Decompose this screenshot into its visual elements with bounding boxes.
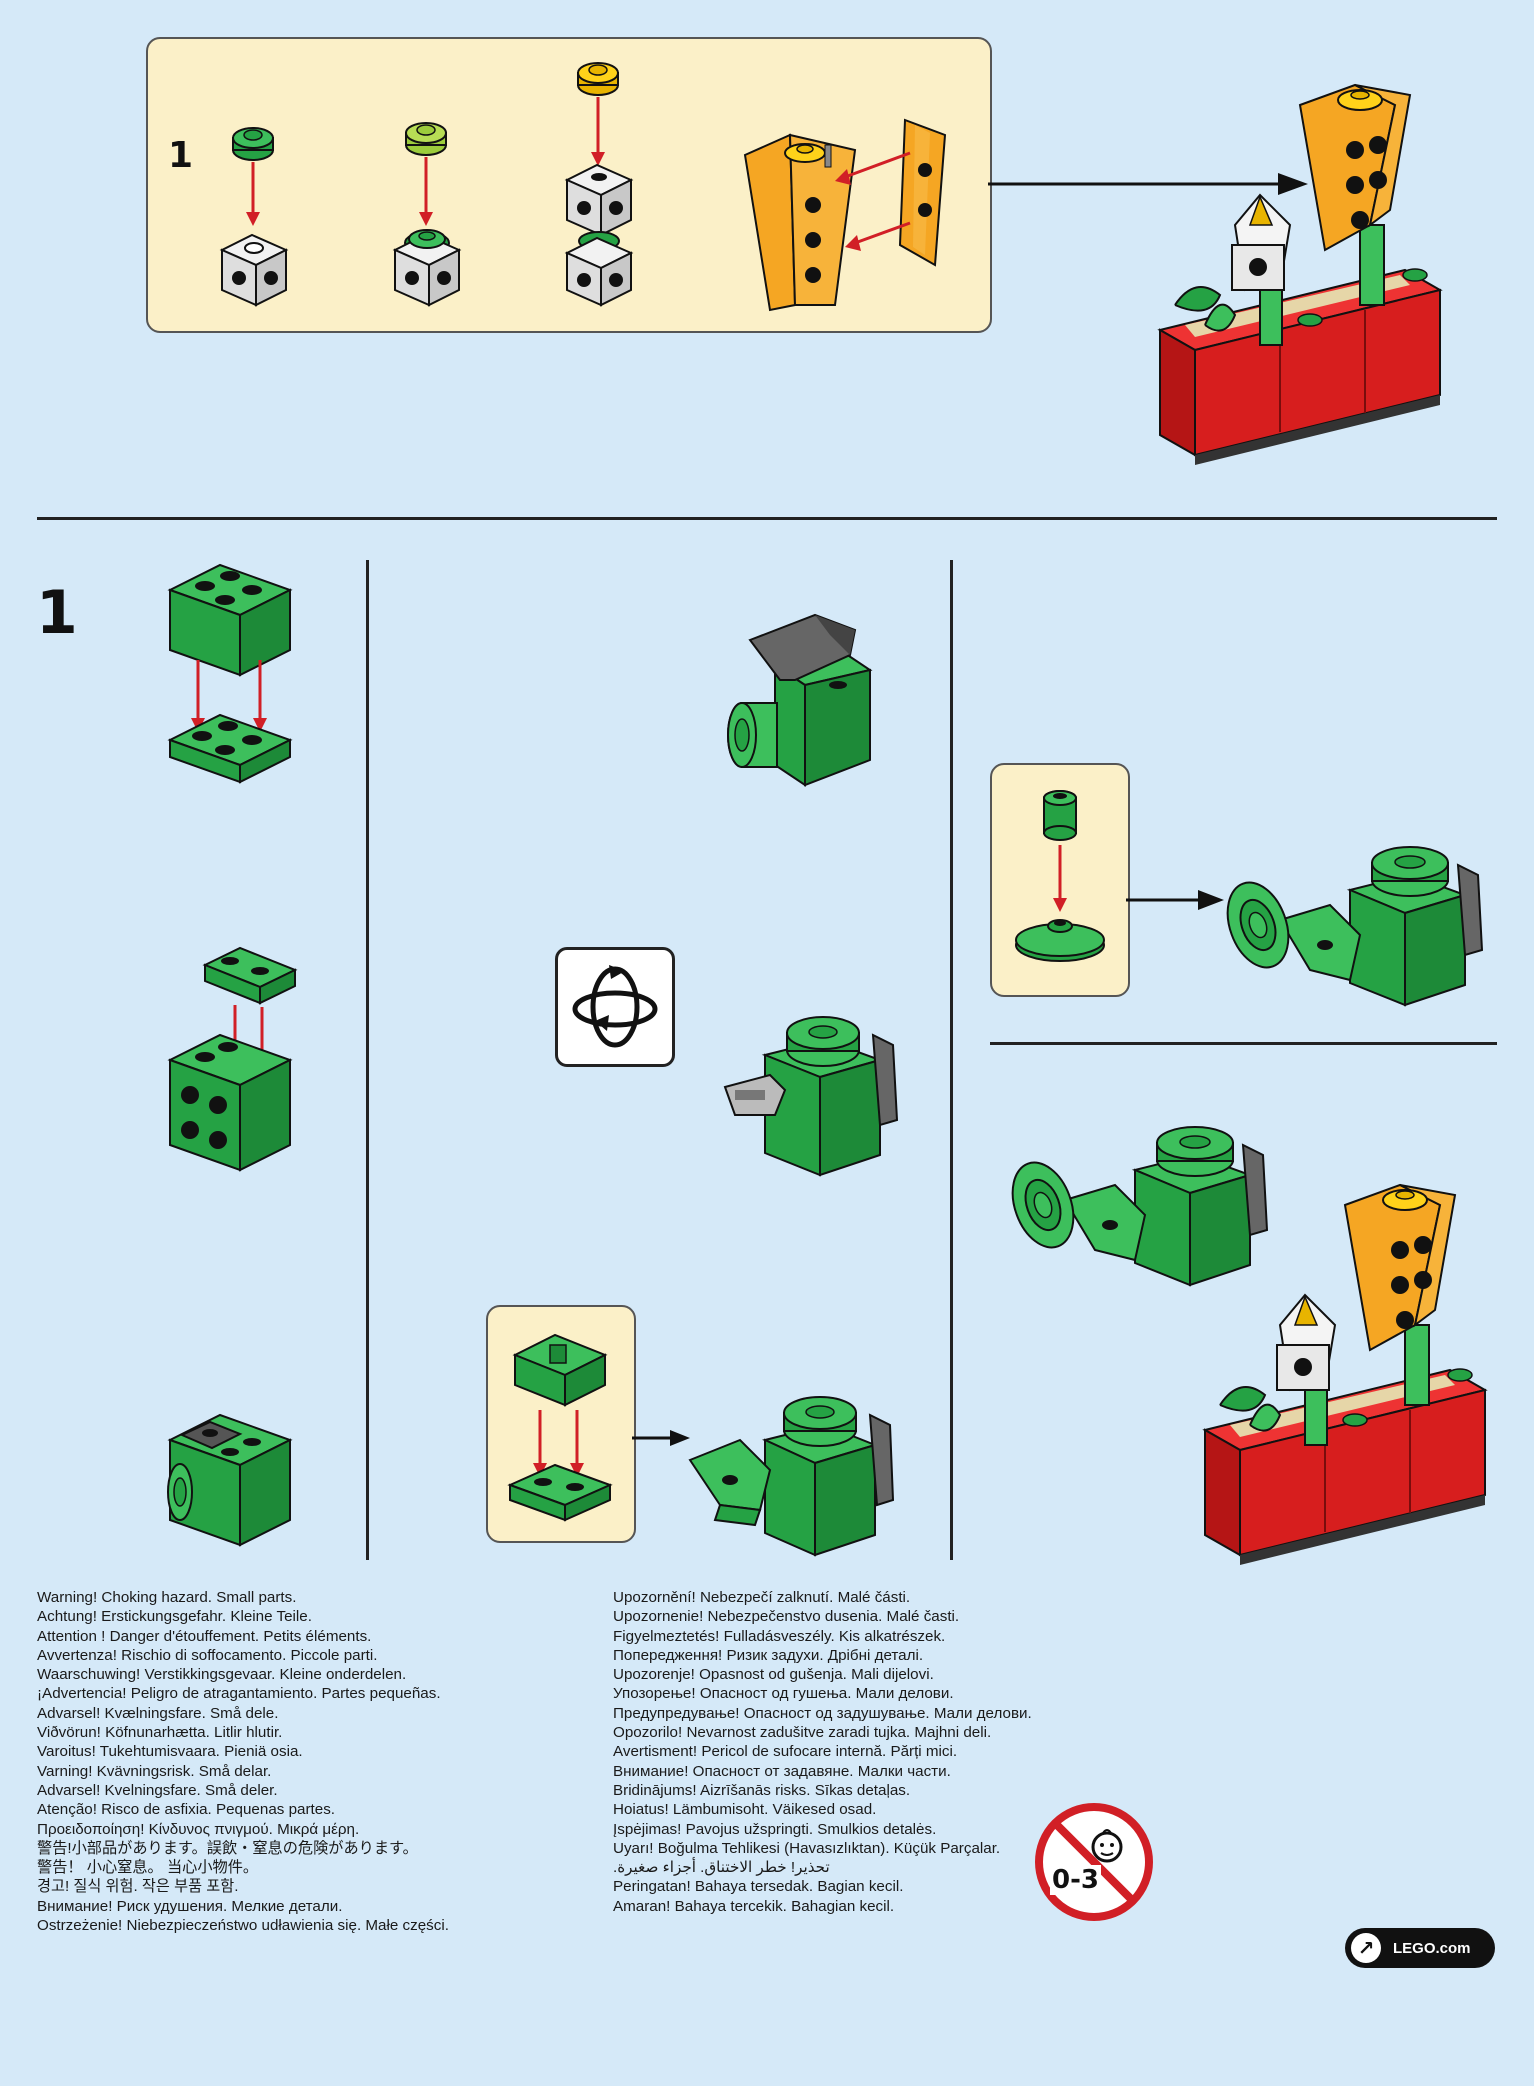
subassembly-result-arrow — [988, 173, 1308, 195]
warning-line: Įspėjimas! Pavojus užspringti. Smulkios … — [613, 1820, 937, 1838]
warning-line: تحذير! خطر الاختناق. أجزاء صغيرة. — [613, 1859, 830, 1877]
warning-line: Viðvörun! Köfnunarhætta. Litlir hlutir. — [37, 1724, 283, 1742]
lego-com-link[interactable]: ↗ LEGO.com — [1345, 1928, 1495, 1968]
main-step-number: 1 — [36, 578, 78, 648]
callout-arrow-dish — [1126, 890, 1224, 910]
warning-line: Προειδοποίηση! Κίνδυνος πνιγμού. Μικρά μ… — [37, 1820, 360, 1838]
warning-line: Avertisment! Pericol de sufocare internă… — [613, 1743, 958, 1761]
warning-line: Uyarı! Boğulma Tehlikesi (Havasızlıktan)… — [613, 1839, 1001, 1857]
warning-line: Упозорење! Опасност од гушења. Мали дело… — [613, 1685, 954, 1703]
green-brick-rotated — [723, 1016, 899, 1177]
warning-line: Peringatan! Bahaya tersedak. Bagian keci… — [613, 1878, 904, 1896]
warning-line: Bridinājums! Aizrīšanās risks. Sīkas det… — [613, 1781, 911, 1799]
dish-parts — [1015, 790, 1105, 962]
warning-line: 警告!小部品があります。誤飲・窒息の危険があります。 — [37, 1839, 418, 1857]
safety-warnings-right: Upozornění! Nebezpečí zalknutí. Malé čás… — [613, 1588, 1032, 1916]
warning-line: Achtung! Erstickungsgefahr. Kleine Teile… — [37, 1608, 312, 1626]
warning-line: Warning! Choking hazard. Small parts. — [37, 1589, 297, 1606]
warning-line: Попередження! Ризик задухи. Дрібні детал… — [613, 1646, 924, 1664]
warning-line: Advarsel! Kvælningsfare. Små dele. — [37, 1704, 279, 1722]
green-brick-with-grey-slope — [727, 613, 873, 787]
column-divider-1 — [366, 560, 369, 1560]
warning-line: Upozornenie! Nebezpečenstvo dusenia. Mal… — [613, 1608, 960, 1626]
warning-line: Advarsel! Kvelningsfare. Små deler. — [37, 1781, 278, 1799]
warning-line: Upozornění! Nebezpečí zalknutí. Malé čás… — [613, 1589, 911, 1606]
section-divider — [37, 517, 1497, 520]
warning-line: Внимание! Риск удушения. Мелкие детали. — [37, 1897, 343, 1915]
green-brick-with-hinge — [688, 1396, 895, 1557]
warning-line: 警告！ 小心窒息。 当心小物件。 — [37, 1859, 259, 1877]
lego-com-label: LEGO.com — [1393, 1939, 1471, 1957]
warning-line: Attention ! Danger d'étouffement. Petits… — [37, 1627, 372, 1645]
subassembly-step-number: 1 — [168, 135, 194, 176]
warning-line: Opozorilo! Nevarnost zadušitve zaradi tu… — [613, 1724, 992, 1742]
warning-line: Varoitus! Tukehtumisvaara. Pieniä osia. — [37, 1743, 303, 1761]
planter-model-bottom — [1202, 1183, 1488, 1565]
planter-model-top — [1157, 83, 1443, 465]
warning-line: Внимание! Опасност от задавяне. Малки ча… — [613, 1762, 951, 1780]
warning-line: Atenção! Risco de asfixia. Pequenas part… — [37, 1801, 336, 1819]
age-badge-label: 0-3 — [1050, 1865, 1101, 1895]
green-brick-2x2-assembly — [167, 563, 293, 784]
warning-line: 경고! 질식 위험. 작은 부품 포함. — [37, 1878, 239, 1896]
callout-arrow-hinge — [632, 1430, 690, 1446]
column-divider-2 — [950, 560, 953, 1560]
subassembly-part-b — [392, 122, 462, 307]
warning-line: Hoiatus! Lämbumisoht. Väikesed osad. — [613, 1801, 877, 1819]
hinge-plate-parts — [507, 1333, 613, 1522]
flower-head-assembly-1 — [1226, 846, 1484, 1007]
warning-line: Avvertenza! Rischio di soffocamento. Pic… — [37, 1646, 378, 1664]
green-brick-with-dark-tile — [167, 1413, 293, 1547]
flower-head-assembly-2 — [1011, 1126, 1269, 1287]
subassembly-part-a — [219, 127, 289, 307]
warning-line: Waarschuwing! Verstikkingsgevaar. Kleine… — [37, 1666, 407, 1684]
warning-line: Upozorenje! Opasnost od gušenja. Mali di… — [613, 1666, 934, 1684]
age-warning-badge — [1035, 1803, 1153, 1921]
warning-line: Figyelmeztetés! Fulladásveszély. Kis alk… — [613, 1627, 946, 1645]
warning-line: Предупредување! Опасност од задушување. … — [613, 1704, 1032, 1722]
warning-line: Varning! Kvävningsrisk. Små delar. — [37, 1762, 272, 1780]
subassembly-part-c — [564, 62, 634, 307]
panel-divider-right — [990, 1042, 1497, 1045]
rotate-icon — [572, 965, 658, 1048]
warning-line: Amaran! Bahaya tercekik. Bahagian kecil. — [613, 1897, 895, 1915]
safety-warnings-left: Warning! Choking hazard. Small parts. Ach… — [37, 1588, 449, 1935]
warning-line: Ostrzeżenie! Niebezpieczeństwo udławieni… — [37, 1917, 449, 1935]
subassembly-part-d — [743, 118, 947, 312]
green-plate-on-studded-brick — [167, 946, 298, 1172]
arrow-up-right-icon: ↗ — [1351, 1933, 1381, 1963]
warning-line: ¡Advertencia! Peligro de atragantamiento… — [37, 1685, 441, 1703]
